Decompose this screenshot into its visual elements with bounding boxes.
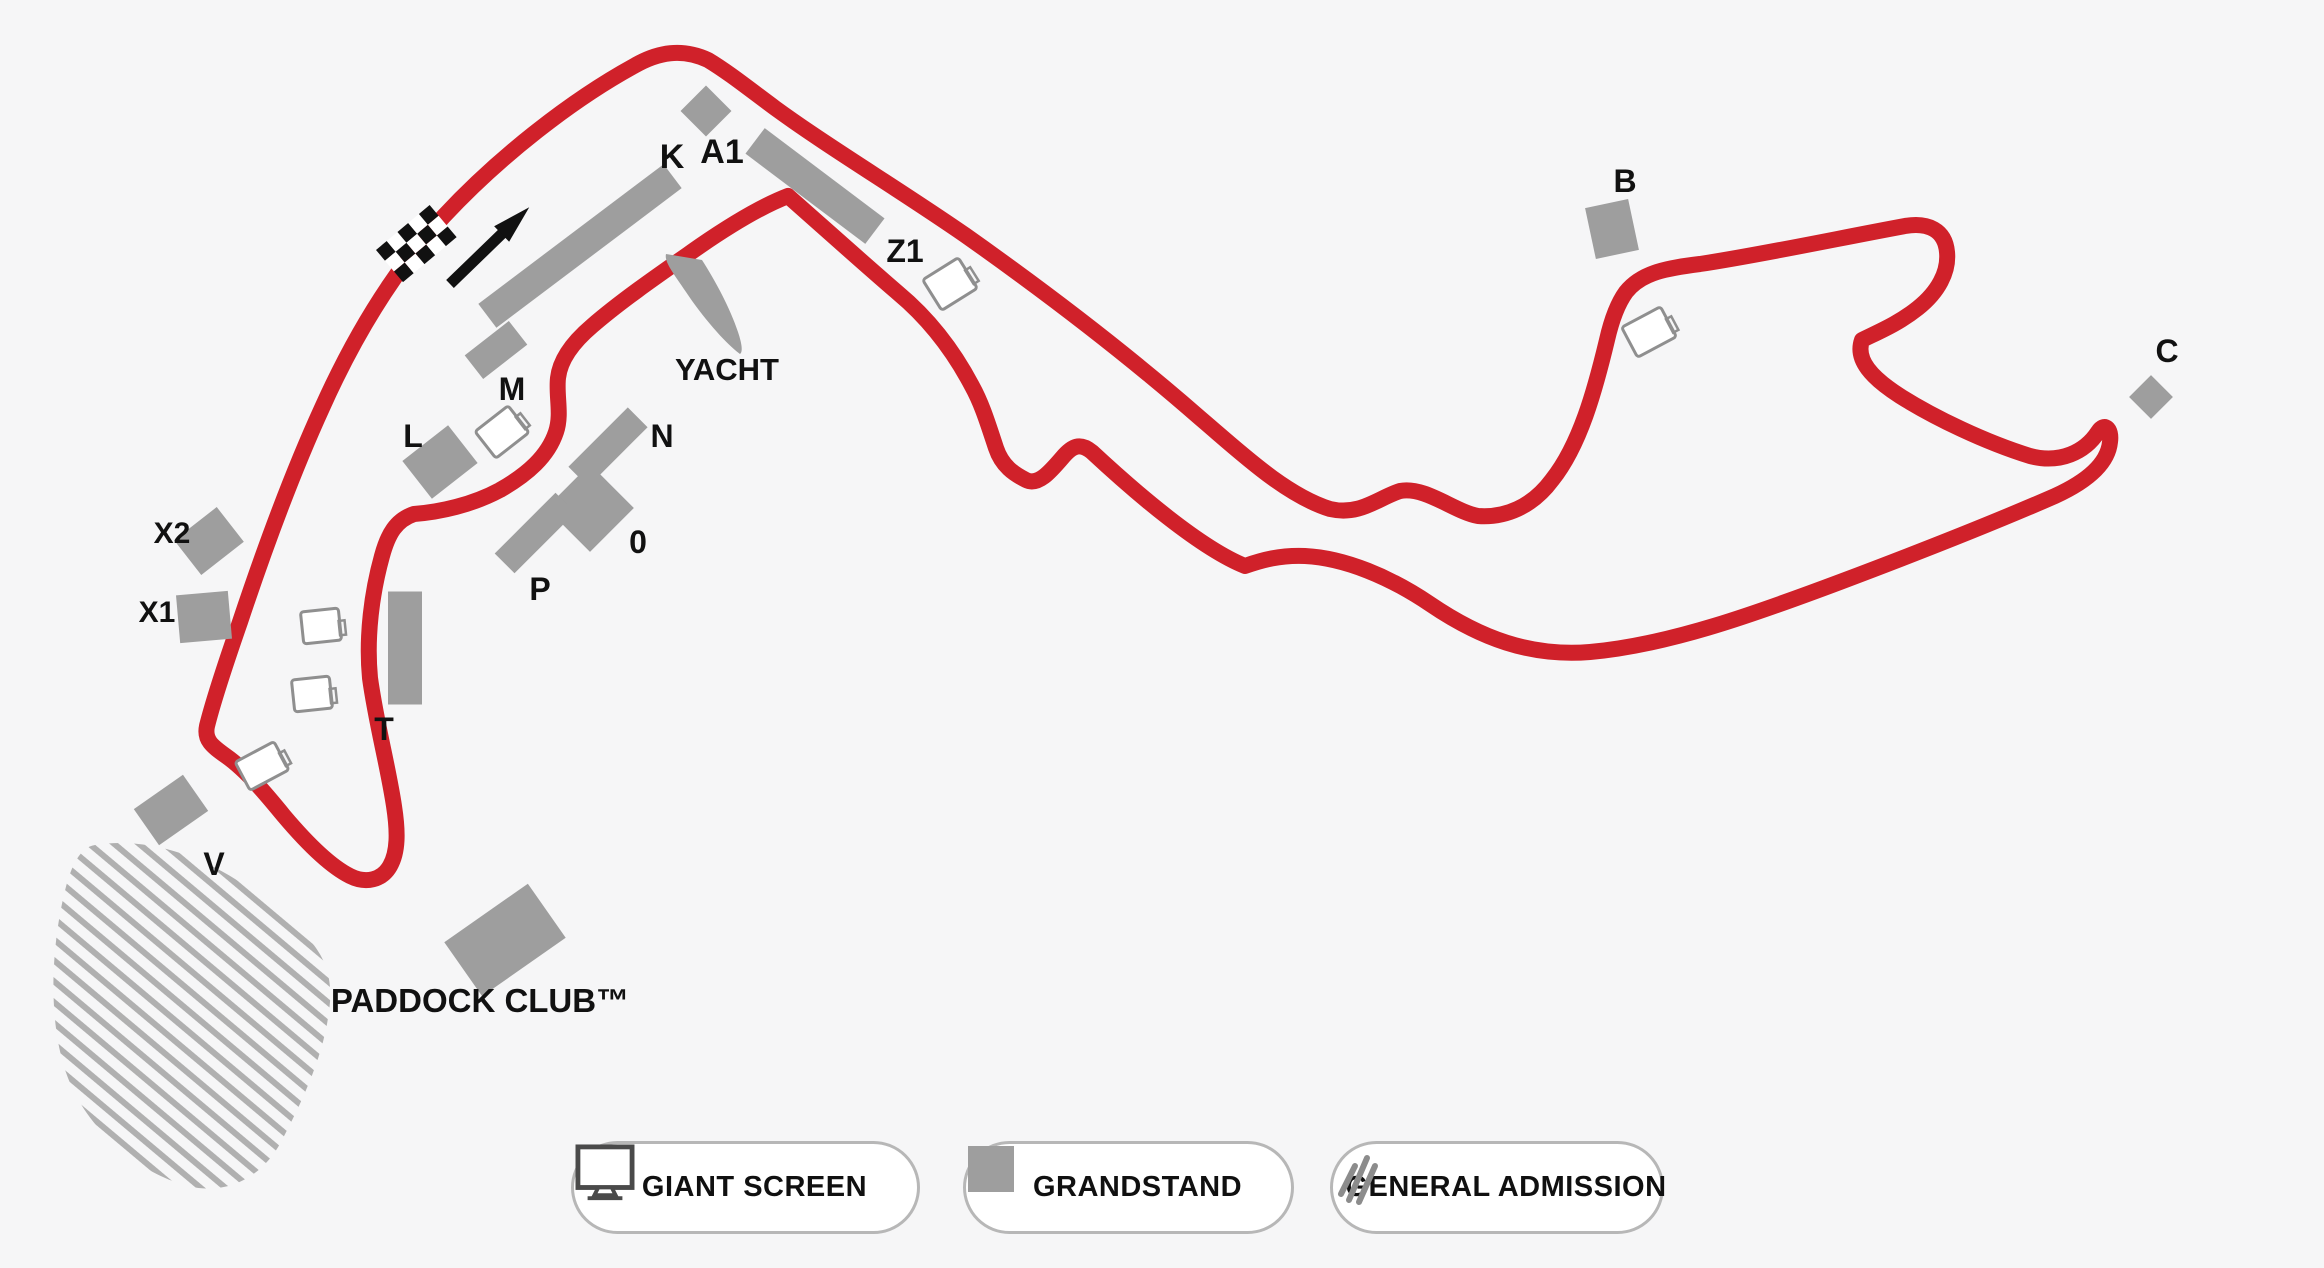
grandstand-C[interactable]	[2129, 375, 2173, 419]
legend-general-admission-label: GENERAL ADMISSION	[1345, 1171, 1667, 1203]
grandstand-P[interactable]	[494, 492, 576, 574]
label-0: 0	[629, 524, 647, 560]
legend-grandstand[interactable]: GRANDSTAND	[963, 1141, 1294, 1234]
grandstand-V[interactable]	[133, 774, 209, 846]
label-PADDOCK-CLUB-: PADDOCK CLUB™	[331, 982, 629, 1019]
yacht-shape	[665, 254, 742, 354]
giant-screen-icon	[474, 405, 532, 459]
label-L: L	[403, 418, 423, 454]
grandstand-M[interactable]	[464, 320, 528, 380]
label-M: M	[499, 371, 526, 407]
giant-screen-icon	[922, 257, 981, 311]
grandstand-X1[interactable]	[176, 590, 232, 644]
grandstand-PADDOCK-CLUB[interactable]	[444, 883, 566, 997]
giant-screen-icon	[299, 606, 348, 646]
legend-general-admission[interactable]: GENERAL ADMISSION	[1330, 1141, 1667, 1234]
race-direction-arrowhead	[494, 207, 530, 242]
grandstand-L[interactable]	[402, 425, 478, 499]
grandstand-B[interactable]	[1585, 198, 1639, 260]
grandstand-K[interactable]	[478, 164, 682, 328]
grandstand-X2[interactable]	[174, 507, 244, 575]
grandstand-start-diamond[interactable]	[680, 85, 732, 137]
label-N: N	[650, 418, 673, 454]
label-V: V	[203, 846, 225, 882]
track-outline	[198, 44, 2119, 889]
giant-screen-icon	[290, 674, 339, 714]
legend-giant-screen[interactable]: GIANT SCREEN	[571, 1141, 920, 1234]
legend-grandstand-label: GRANDSTAND	[1032, 1171, 1243, 1203]
label-Z1: Z1	[886, 233, 923, 269]
grandstand-T[interactable]	[388, 591, 422, 705]
general-admission-area	[53, 842, 331, 1189]
legend-giant-screen-label: GIANT SCREEN	[641, 1171, 868, 1203]
checkered-flag-icon	[376, 205, 457, 283]
grandstand-A1[interactable]	[745, 128, 885, 244]
label-C: C	[2155, 333, 2178, 369]
label-A1: A1	[700, 133, 743, 171]
giant-screen-icon	[1621, 306, 1681, 358]
label-X2: X2	[154, 517, 191, 550]
label-YACHT: YACHT	[675, 352, 779, 387]
label-X1: X1	[139, 596, 176, 629]
label-B: B	[1613, 163, 1636, 199]
giant-screen-icon	[234, 741, 293, 791]
label-T: T	[374, 711, 394, 747]
grandstand-O[interactable]	[546, 464, 634, 552]
label-K: K	[660, 138, 685, 176]
label-P: P	[529, 571, 550, 607]
